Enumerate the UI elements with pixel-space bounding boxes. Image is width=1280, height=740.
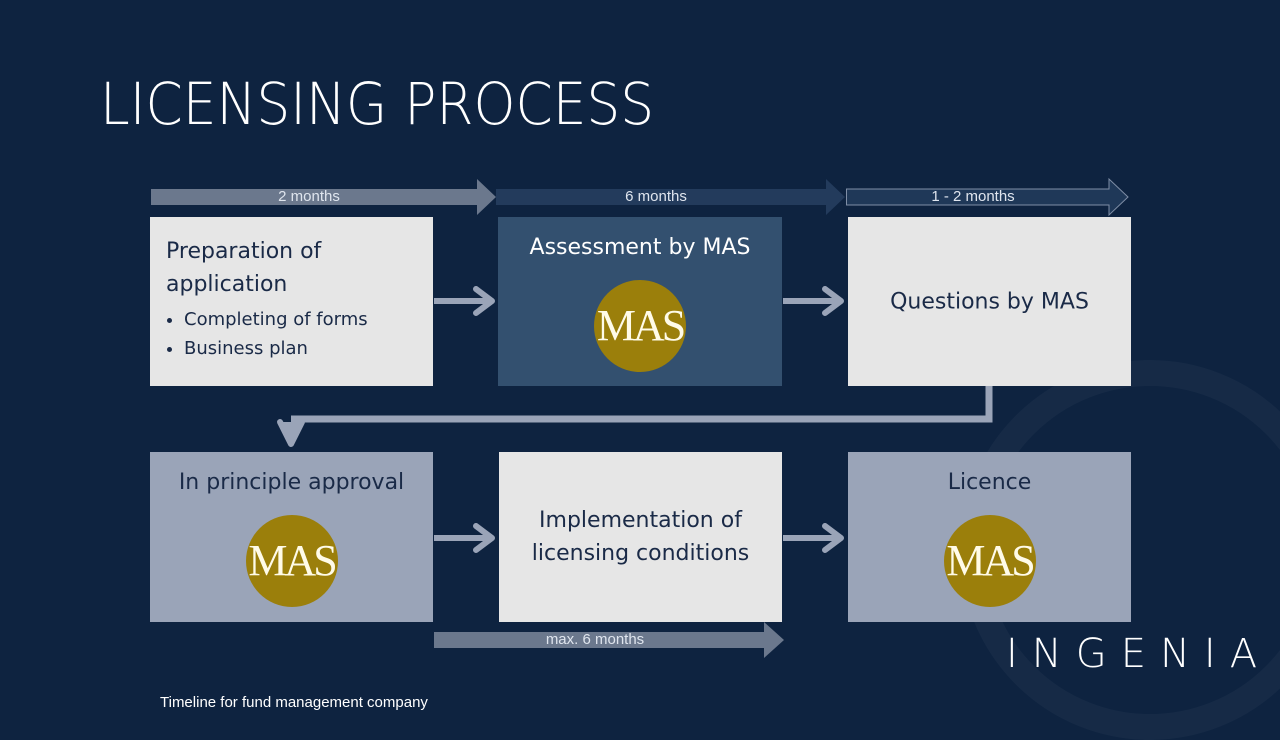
timeline-label: 6 months [625,188,687,205]
mas-logo-icon: MAS [943,515,1036,607]
arrow-right-icon [434,286,495,316]
mas-logo-icon: MAS [594,280,686,372]
arrow-right-icon [783,286,844,316]
connector-arrow-icon [277,386,993,447]
timeline-arrow-shape [846,177,1129,217]
step-title: Preparation of application [166,235,433,301]
step-title: Licence [947,470,1032,495]
slide-title: LICENSING PROCESS [100,70,655,138]
step-title-line: Implementation of [539,508,742,533]
step-implementation-of-licensing-conditions: Implementation of licensing conditions [499,452,782,622]
step-in-principle-approval: In principle approval MAS [150,452,433,622]
timeline-bar-3: 1 - 2 months [846,177,1130,217]
timeline-bar-1: 2 months [151,177,497,217]
step-preparation-of-application: Preparation of application Completing of… [150,217,433,386]
timeline-arrow-shape [151,179,496,215]
bullet-item: Business plan [184,334,433,363]
step-title-line: application [166,272,288,297]
timeline-label: 1 - 2 months [931,188,1015,205]
mas-logo-icon: MAS [245,515,338,607]
step-licence: Licence MAS [848,452,1131,622]
timeline-label: 2 months [278,188,340,205]
step-title: Implementation of licensing conditions [499,504,782,570]
step-title-line: Preparation of [166,239,322,264]
logo-text: INGENIA [1006,631,1272,677]
step-title: In principle approval [178,470,405,495]
timeline-label: max. 6 months [545,631,645,648]
step-title: Assessment by MAS [529,235,751,260]
step-title-line: licensing conditions [531,541,750,566]
timeline-bar-4: max. 6 months [434,620,786,660]
step-assessment-by-mas: Assessment by MAS MAS [498,217,782,386]
timeline-bar-2: 6 months [496,177,846,217]
arrow-right-icon [434,523,495,553]
step-bullets: Completing of forms Business plan [150,305,433,363]
timeline-arrow-shape [496,179,845,215]
arrow-right-icon [783,523,844,553]
timeline-arrow-shape [434,622,784,658]
step-questions-by-mas: Questions by MAS [848,217,1131,386]
bullet-item: Completing of forms [184,305,433,334]
ingenia-logo: INGENIA [1006,626,1271,682]
footer-note: Timeline for fund management company [160,694,428,711]
step-title: Questions by MAS [890,289,1089,314]
